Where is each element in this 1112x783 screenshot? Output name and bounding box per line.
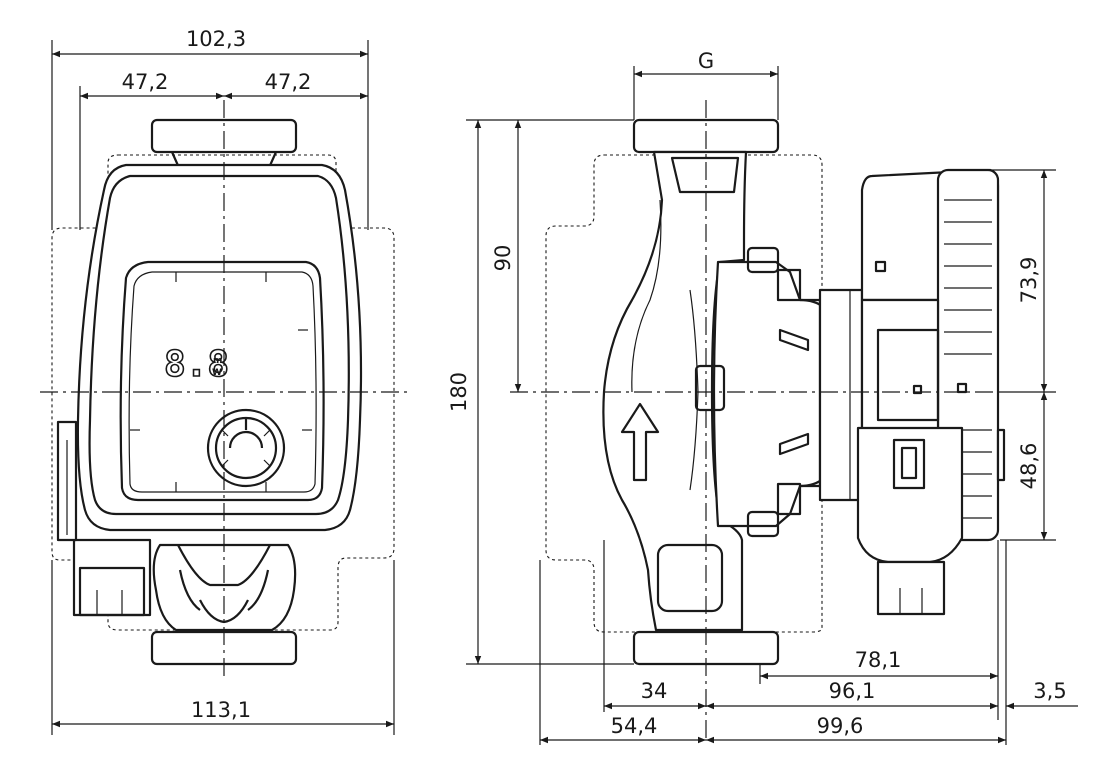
dim-side-96: 96,1: [829, 679, 876, 703]
front-display-unit-w: W: [212, 368, 222, 378]
front-envelope-outline: [51, 154, 395, 631]
front-control-knob: [206, 408, 286, 488]
dim-side-99: 99,6: [817, 714, 864, 738]
side-view: G 180 90 73,9 48,6 78,1 34 96,1 3,5 54,4…: [447, 49, 1078, 745]
front-display-digits: 8.8: [164, 344, 229, 385]
dim-front-half-right: 47,2: [265, 70, 312, 94]
dim-side-54: 54,4: [611, 714, 658, 738]
front-display-unit-m: m: [213, 356, 222, 366]
dim-side-34: 34: [641, 679, 668, 703]
dim-side-height: 180: [447, 372, 471, 412]
front-motor-body-inner: [88, 174, 350, 516]
dim-side-3-5: 3,5: [1033, 679, 1066, 703]
dim-side-motor-lower: 48,6: [1017, 443, 1041, 490]
front-terminal-box: [72, 538, 152, 617]
front-terminal-plug: [78, 566, 146, 617]
dim-front-overall-bottom: 113,1: [191, 698, 251, 722]
dim-front-overall-top: 102,3: [186, 27, 246, 51]
side-flow-arrow: [620, 402, 660, 482]
front-view: 8.8 m W 102,3 47,2 47,2 113,1: [40, 27, 408, 735]
dim-side-motor-upper: 73,9: [1017, 257, 1041, 304]
front-display-ticks: [130, 272, 312, 492]
dim-side-thread: G: [698, 49, 714, 73]
dim-side-78: 78,1: [855, 648, 902, 672]
side-envelope-outline: [545, 154, 823, 633]
dim-side-port-axis: 90: [491, 245, 515, 272]
dim-front-half-left: 47,2: [122, 70, 169, 94]
